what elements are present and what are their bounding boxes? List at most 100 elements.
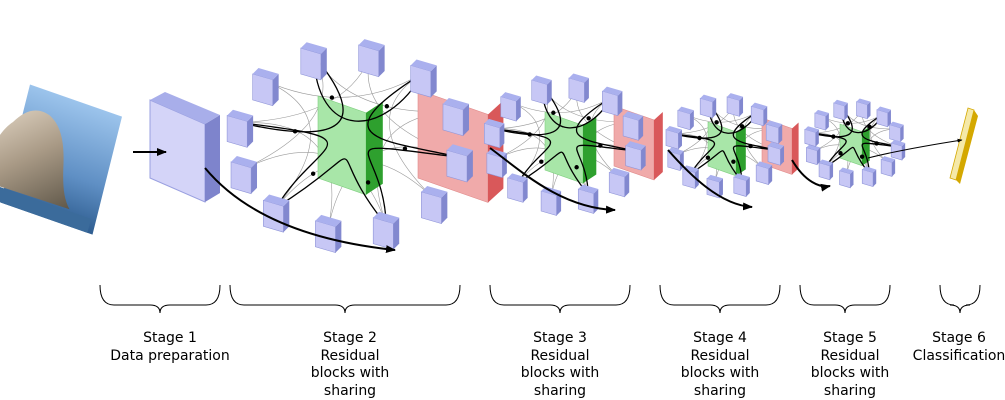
junction-dot bbox=[292, 129, 298, 134]
brace-5 bbox=[799, 284, 891, 314]
residual-link bbox=[494, 85, 562, 136]
feature-cube bbox=[230, 155, 258, 195]
feature-cube bbox=[300, 42, 327, 81]
junction-dot bbox=[748, 143, 753, 149]
junction-dot bbox=[714, 120, 719, 125]
stage-label-6: Stage 6 Classification bbox=[904, 330, 1005, 365]
stage-label-2-line-4: sharing bbox=[323, 382, 377, 399]
junction-dot bbox=[402, 146, 408, 151]
data-preparation-block bbox=[149, 92, 220, 203]
feature-cube bbox=[372, 211, 400, 250]
stage-label-1: Stage 1 Data preparation bbox=[85, 330, 255, 365]
junction-dot bbox=[574, 165, 579, 170]
residual-link bbox=[517, 151, 589, 195]
feature-cube bbox=[484, 118, 505, 149]
residual-link bbox=[240, 122, 329, 208]
feature-cube bbox=[880, 156, 896, 177]
residual-link bbox=[275, 158, 387, 226]
stage-label-1-line-2: Data preparation bbox=[110, 347, 230, 364]
feature-cube bbox=[252, 68, 279, 107]
brace-6 bbox=[939, 284, 981, 314]
junction-dot bbox=[310, 171, 316, 176]
junction-dot bbox=[598, 143, 603, 148]
green-block-side bbox=[583, 116, 597, 184]
feature-cube bbox=[818, 159, 834, 181]
junction-dot bbox=[731, 159, 736, 164]
stage-label-1-line-1: Stage 1 bbox=[143, 330, 197, 346]
feature-cube bbox=[622, 111, 644, 141]
residual-link bbox=[861, 142, 899, 174]
stage-label-5-line-4: sharing bbox=[823, 382, 877, 399]
residual-link bbox=[825, 146, 870, 174]
feature-cube bbox=[750, 102, 768, 127]
brace-3 bbox=[489, 284, 631, 314]
stage-label-5-line-3: blocks with bbox=[810, 365, 890, 381]
feature-cube bbox=[410, 59, 437, 98]
feature-cube bbox=[806, 144, 821, 166]
residual-link bbox=[673, 133, 715, 174]
stage-label-4-line-3: blocks with bbox=[680, 365, 760, 381]
residual-link bbox=[239, 54, 344, 133]
stage-label-5-line-2: Residual bbox=[820, 347, 880, 364]
feature-cube bbox=[889, 121, 904, 143]
stage-3-graph bbox=[484, 73, 663, 216]
stage-label-2-line-2: Residual bbox=[320, 347, 380, 364]
feature-cube bbox=[733, 173, 750, 197]
feature-cube bbox=[755, 161, 773, 185]
feature-cube bbox=[500, 92, 521, 122]
junction-dot bbox=[705, 155, 711, 160]
stage-exit-arrow bbox=[204, 167, 396, 254]
residual-link bbox=[575, 96, 636, 152]
residual-link bbox=[732, 110, 777, 151]
feature-cube bbox=[876, 106, 891, 128]
feature-cube bbox=[442, 98, 469, 137]
feature-cube bbox=[767, 142, 785, 166]
feature-cube bbox=[665, 125, 682, 150]
junction-dot bbox=[551, 110, 556, 115]
stage-label-6-line-1: Stage 6 bbox=[932, 330, 986, 346]
junction-dot bbox=[739, 124, 745, 129]
residual-link bbox=[313, 55, 425, 122]
feature-cube bbox=[625, 141, 646, 171]
residual-link bbox=[576, 144, 636, 195]
classifier-block bbox=[949, 107, 978, 184]
connection-line bbox=[510, 96, 613, 113]
residual-link bbox=[673, 102, 723, 139]
feature-cube bbox=[568, 73, 589, 103]
input-image bbox=[0, 84, 122, 235]
stage-label-3: Stage 3 Residual blocks with sharing bbox=[475, 330, 645, 400]
junction-dot bbox=[859, 154, 865, 159]
feature-cube bbox=[706, 174, 723, 199]
feature-cube bbox=[446, 144, 473, 183]
stage-exit-arrow bbox=[667, 149, 753, 211]
feature-cube bbox=[861, 166, 877, 188]
junction-dot bbox=[329, 95, 335, 100]
junction-dot bbox=[586, 116, 591, 121]
junction-dot bbox=[831, 134, 836, 139]
brace-2 bbox=[229, 284, 461, 314]
residual-link bbox=[861, 112, 899, 148]
residual-link bbox=[690, 150, 743, 182]
feature-cube bbox=[358, 39, 385, 78]
arrow-to-classifier bbox=[867, 138, 963, 159]
stage-label-3-line-4: sharing bbox=[533, 382, 587, 399]
brace-4 bbox=[659, 284, 781, 314]
feature-cube bbox=[814, 109, 829, 131]
green-block-side bbox=[736, 125, 746, 176]
feature-cube bbox=[531, 75, 552, 105]
stage-label-5-line-1: Stage 5 bbox=[823, 330, 877, 346]
brace-1 bbox=[99, 284, 221, 314]
junction-dot bbox=[697, 135, 702, 141]
junction-dot bbox=[365, 180, 371, 185]
feature-cube bbox=[804, 126, 819, 147]
feature-cube bbox=[608, 167, 630, 198]
stage-label-4-line-1: Stage 4 bbox=[693, 330, 747, 346]
feature-cube bbox=[839, 167, 854, 189]
stage-label-3-line-3: blocks with bbox=[520, 365, 600, 381]
residual-link bbox=[367, 147, 460, 225]
stage-label-4-line-2: Residual bbox=[690, 347, 750, 364]
connection-line bbox=[494, 128, 554, 197]
residual-link bbox=[367, 71, 461, 158]
red-block-side bbox=[654, 112, 663, 180]
